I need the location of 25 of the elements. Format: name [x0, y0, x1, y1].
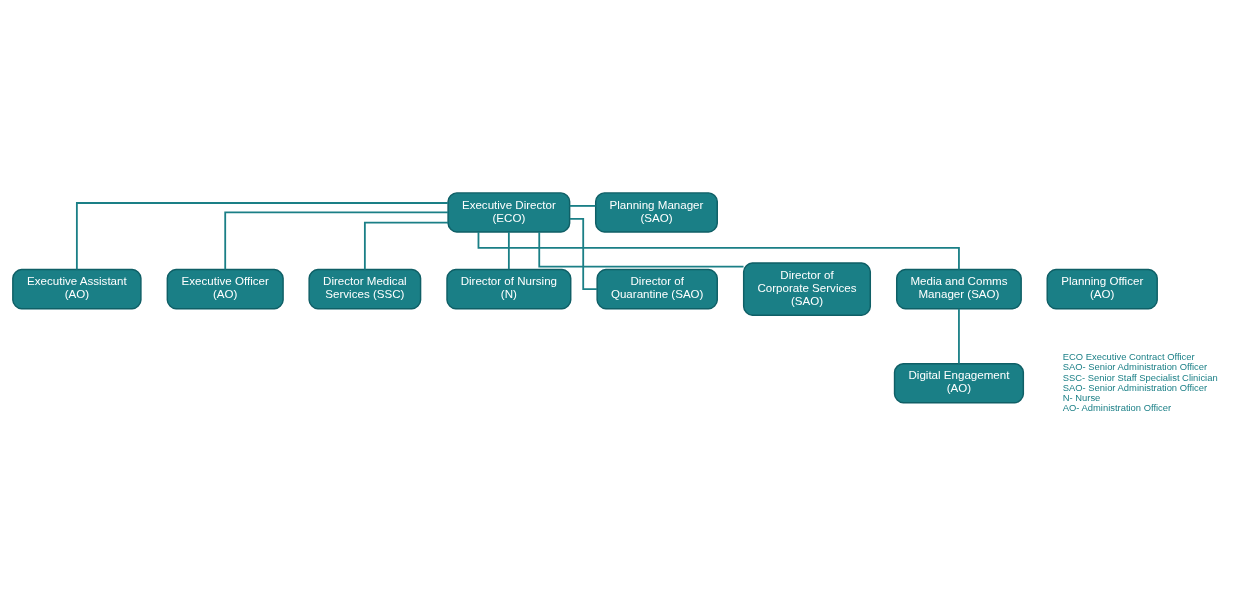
connector [224, 211, 449, 271]
node-box: Media and Comms Manager (SAO) [896, 268, 1022, 310]
label: SAO- Senior Administration Officer [1062, 361, 1208, 373]
node-box: Executive Officer (AO) [166, 268, 284, 310]
node-box: Digital Engagement (AO) [893, 362, 1025, 404]
connector [363, 221, 449, 271]
connector [538, 231, 745, 268]
connector [507, 231, 510, 271]
node-box: Planning Officer (AO) [1046, 268, 1158, 310]
connector [958, 307, 960, 365]
label: ECO Executive Contract Officer [1062, 351, 1195, 363]
node-box: Executive Director (ECO) [447, 192, 571, 233]
node-box: Director Medical Services (SSC) [308, 268, 422, 310]
connector [75, 202, 449, 271]
node-box: Director of Nursing (N) [446, 268, 572, 310]
node-box: Executive Assistant (AO) [12, 268, 142, 310]
node-box: Director of Corporate Services (SAO) [742, 262, 872, 316]
label: N- Nurse [1062, 391, 1101, 403]
node-box: Director of Quarantine (SAO) [596, 268, 718, 310]
node-box: Planning Manager (SAO) [594, 192, 718, 233]
connector [568, 205, 597, 207]
label: SAO- Senior Administration Officer [1062, 381, 1208, 393]
label: SSC- Senior Staff Specialist Clinician [1062, 371, 1218, 383]
connector [569, 218, 599, 291]
label: AO- Administration Officer [1062, 401, 1172, 413]
